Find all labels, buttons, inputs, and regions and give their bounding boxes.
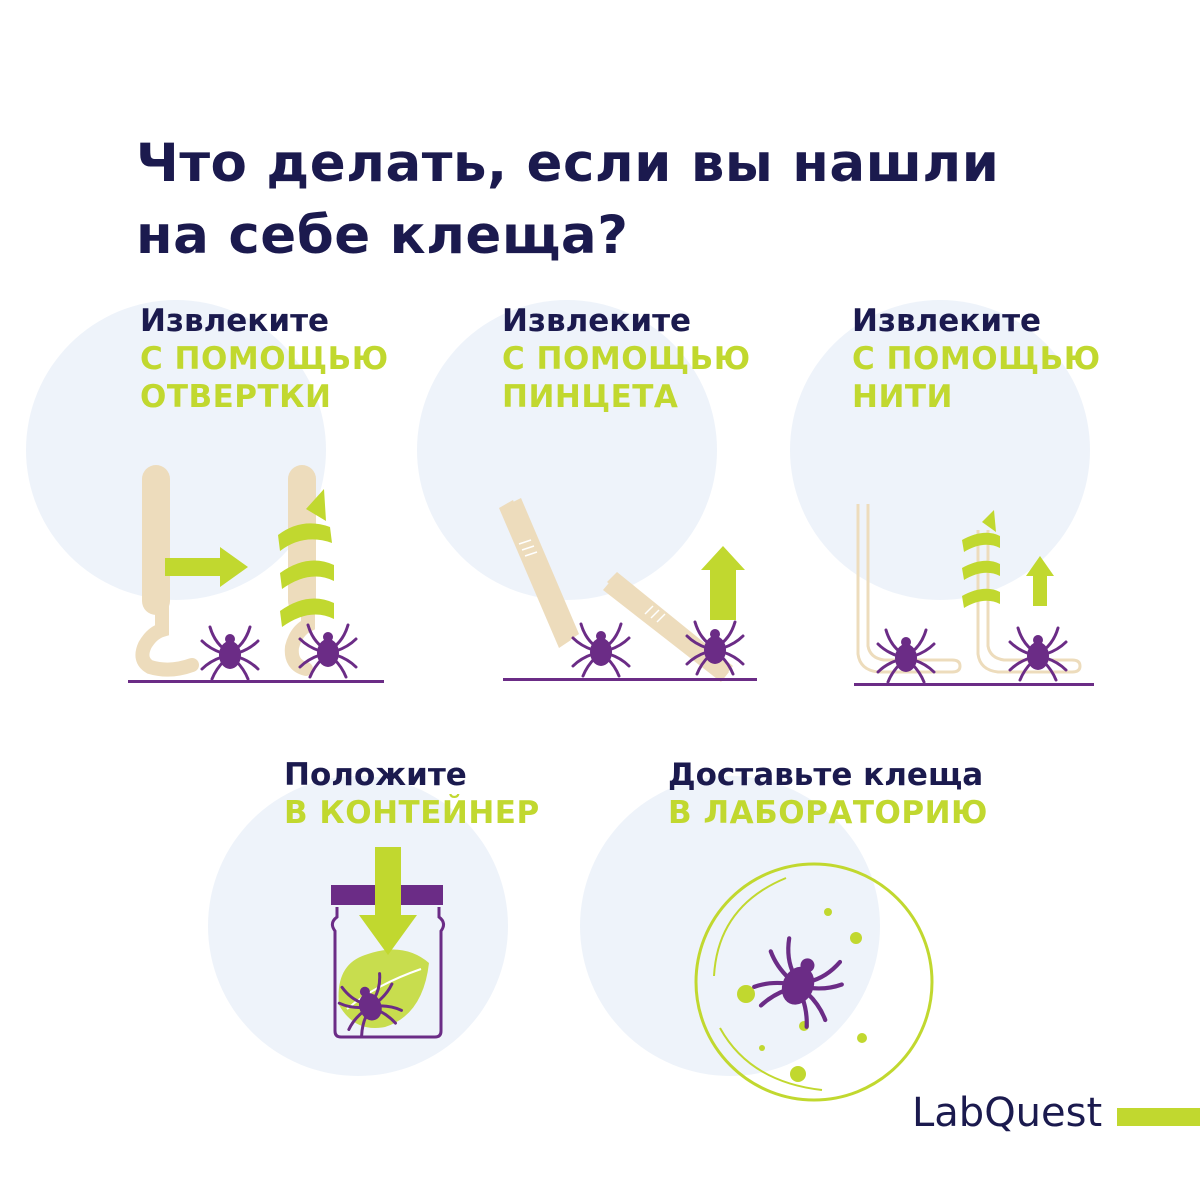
step-label: Извлеките — [502, 303, 692, 339]
up-arrow-icon — [1026, 556, 1054, 606]
twister-illustration — [128, 465, 384, 683]
skin-line — [503, 678, 757, 681]
thread-loop-icon — [976, 530, 1082, 674]
petri-dish-illustration — [694, 862, 934, 1102]
thread-loop-icon — [856, 504, 962, 674]
brand-accent-bar — [1117, 1108, 1200, 1126]
tick-twister-icon — [135, 465, 199, 677]
up-arrow-icon — [701, 546, 745, 620]
bg-circle-1 — [26, 300, 326, 600]
tweezers-illustration — [499, 498, 757, 682]
tweezers-icon — [499, 498, 579, 648]
right-arrow-icon — [165, 547, 248, 587]
step-laboratory: Доставьте клеща В ЛАБОРАТОРИЮ — [668, 756, 988, 832]
step-label: Извлеките — [852, 303, 1042, 339]
bg-circle-5 — [580, 776, 880, 1076]
step-label: Положите — [284, 757, 467, 793]
step-method: В ЛАБОРАТОРИЮ — [668, 795, 988, 831]
container-illustration — [330, 847, 446, 1041]
leaf-icon — [338, 949, 429, 1029]
page-title: Что делать, если вы нашли на себе клеща? — [136, 128, 999, 272]
skin-line — [854, 683, 1094, 686]
step-label: Доставьте клеща — [668, 757, 984, 793]
petri-dish-icon — [694, 862, 934, 1102]
bg-circle-2 — [417, 300, 717, 600]
title-line-1: Что делать, если вы нашли — [136, 133, 1000, 194]
brand-logo: LabQuest — [912, 1090, 1103, 1136]
spiral-arrow-icon — [278, 489, 334, 627]
down-arrow-icon — [359, 847, 417, 955]
step-label: Извлеките — [140, 303, 330, 339]
spiral-arrow-icon — [962, 510, 1000, 608]
bg-circle-3 — [790, 300, 1090, 600]
bg-circle-4 — [208, 776, 508, 1076]
thread-illustration — [854, 504, 1094, 686]
title-line-2: на себе клеща? — [136, 205, 629, 266]
step-container: Положите В КОНТЕЙНЕР — [284, 756, 540, 832]
step-method: В КОНТЕЙНЕР — [284, 795, 540, 831]
skin-line — [128, 680, 384, 683]
